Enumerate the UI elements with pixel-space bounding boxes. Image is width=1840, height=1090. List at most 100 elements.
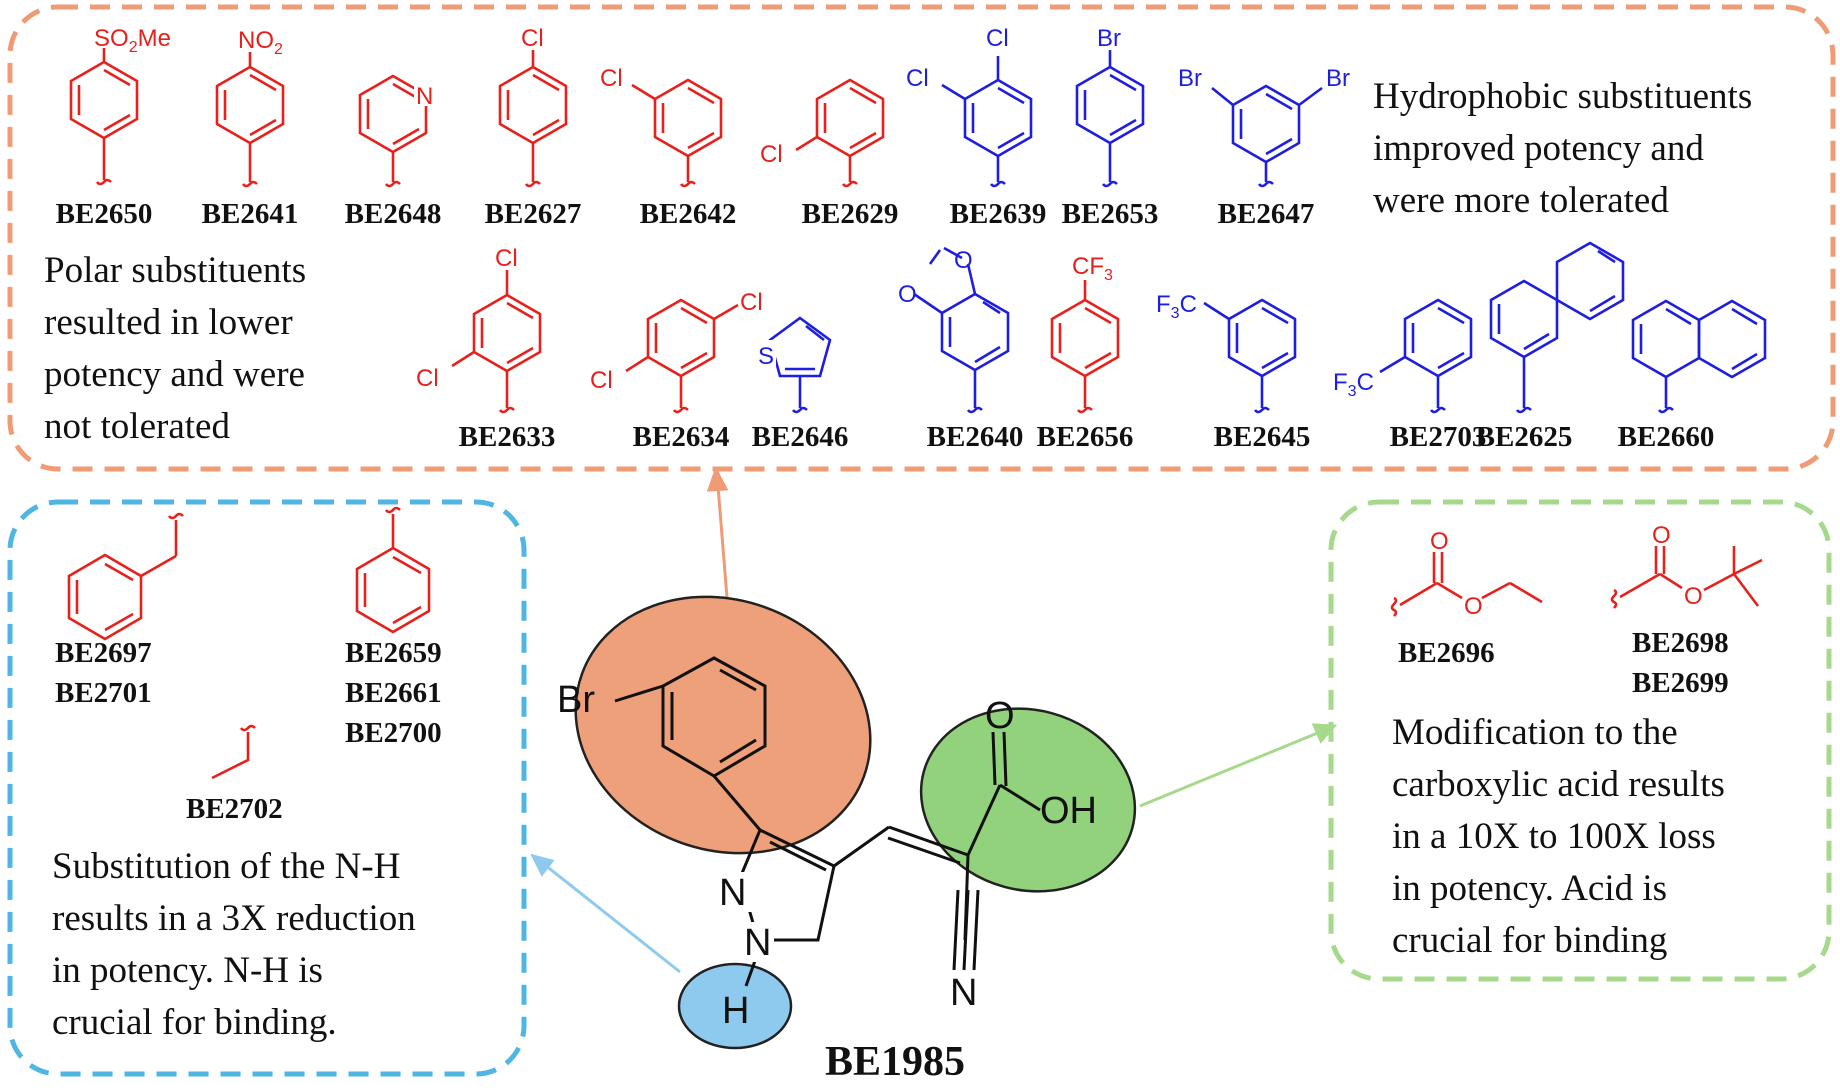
structure-be2625 xyxy=(1489,241,1625,414)
label-be2639: BE2639 xyxy=(950,198,1047,230)
structure-benzyl xyxy=(67,512,184,641)
label-be2653: BE2653 xyxy=(1062,198,1159,230)
label-be2697: BE2697 xyxy=(55,637,152,669)
nh-text-2: results in a 3X reduction xyxy=(52,898,416,939)
carboxylic-acid-highlight xyxy=(919,707,1137,893)
label-be2660: BE2660 xyxy=(1618,421,1715,453)
label-be2645: BE2645 xyxy=(1214,421,1311,453)
polar-text-4: not tolerated xyxy=(44,406,230,447)
label-be2699: BE2699 xyxy=(1632,667,1729,699)
atom-br-be2647-b: Br xyxy=(1326,65,1350,92)
structure-ethyl xyxy=(211,724,256,780)
atom-cl-be2627: Cl xyxy=(521,25,544,52)
atom-cl-be2633-b: Cl xyxy=(416,365,439,392)
atom-o-ethyl-ester-b: O xyxy=(1464,593,1483,620)
label-be2650: BE2650 xyxy=(56,198,153,230)
nh-text-3: in potency. N-H is xyxy=(52,950,323,991)
structure-be2629 xyxy=(795,78,885,188)
label-be2696: BE2696 xyxy=(1398,637,1495,669)
atom-br-core: Br xyxy=(557,679,595,721)
arrow-to-left-panel xyxy=(530,853,681,974)
nh-text-4: crucial for binding. xyxy=(52,1002,337,1043)
structure-be2634 xyxy=(625,298,739,414)
atom-cl-be2642: Cl xyxy=(600,65,623,92)
acid-text-1: Modification to the xyxy=(1392,712,1678,753)
acid-text-4: in potency. Acid is xyxy=(1392,868,1667,909)
atom-cl-be2639-a: Cl xyxy=(986,25,1009,52)
structure-ethyl-ester xyxy=(1390,552,1543,617)
label-be2633: BE2633 xyxy=(459,421,556,453)
label-be2641: BE2641 xyxy=(202,198,299,230)
atom-f3c-be2703: F3C xyxy=(1333,369,1374,400)
atom-n1-core: N xyxy=(719,872,746,914)
structure-be2647 xyxy=(1211,84,1323,188)
atom-no2: NO2 xyxy=(238,27,283,58)
label-be2702: BE2702 xyxy=(186,793,283,825)
structure-be2645 xyxy=(1203,298,1297,414)
structure-be2653 xyxy=(1075,50,1145,188)
structure-be2646 xyxy=(768,316,832,414)
atom-o-be2640-a: O xyxy=(954,247,973,274)
atom-o-core: O xyxy=(985,695,1015,737)
label-be2703: BE2703 xyxy=(1390,421,1487,453)
nh-text-1: Substitution of the N-H xyxy=(52,846,400,887)
top-panel-frame xyxy=(7,4,1836,472)
hydrophobic-text-1: Hydrophobic substituents xyxy=(1373,76,1752,117)
structure-phenyl xyxy=(355,506,431,634)
structure-be2660 xyxy=(1631,299,1767,414)
structure-be2642 xyxy=(631,78,723,188)
label-be2661: BE2661 xyxy=(345,677,442,709)
hydrophobic-text-2: improved potency and xyxy=(1373,128,1704,169)
label-be2629: BE2629 xyxy=(802,198,899,230)
left-panel-frame xyxy=(7,499,527,1077)
atom-n-nitrile: N xyxy=(950,972,977,1014)
label-be2701: BE2701 xyxy=(55,677,152,709)
acid-text-5: crucial for binding xyxy=(1392,920,1667,961)
structure-tbutyl-ester xyxy=(1610,546,1763,609)
arrow-to-top-panel xyxy=(706,466,730,611)
label-be2656: BE2656 xyxy=(1037,421,1134,453)
label-be2646: BE2646 xyxy=(752,421,849,453)
acid-text-2: carboxylic acid results xyxy=(1392,764,1725,805)
atom-br-be2647-a: Br xyxy=(1178,65,1202,92)
bromophenyl-highlight xyxy=(574,595,872,855)
core-structure-bonds xyxy=(614,656,1041,987)
atom-cf3: CF3 xyxy=(1072,253,1113,284)
structure-be2627 xyxy=(498,50,568,188)
atom-f3c-be2645: F3C xyxy=(1156,291,1197,322)
label-be2659: BE2659 xyxy=(345,637,442,669)
atom-cl-be2639-b: Cl xyxy=(906,65,929,92)
atom-br-be2653: Br xyxy=(1097,25,1121,52)
atom-so2me: SO2Me xyxy=(94,25,171,56)
polar-text-2: resulted in lower xyxy=(44,302,293,343)
atom-cl-be2629: Cl xyxy=(760,141,783,168)
structure-be2641 xyxy=(215,52,285,188)
atom-o-be2640-b: O xyxy=(898,281,917,308)
polar-text-1: Polar substituents xyxy=(44,250,306,291)
structure-be2633 xyxy=(451,270,542,414)
structure-be2639 xyxy=(941,56,1033,188)
structure-be2650 xyxy=(69,48,139,186)
hydrophobic-text-3: were more tolerated xyxy=(1373,180,1669,221)
label-be2625: BE2625 xyxy=(1476,421,1573,453)
atom-cl-be2634-a: Cl xyxy=(740,289,763,316)
atom-n2-core: N xyxy=(744,922,771,964)
structure-be2640 xyxy=(913,246,1010,414)
atom-cl-be2634-b: Cl xyxy=(590,367,613,394)
label-be2698: BE2698 xyxy=(1632,627,1729,659)
atom-n-pyridine: N xyxy=(416,83,433,110)
structure-be2703 xyxy=(1379,298,1473,414)
structure-be2656 xyxy=(1050,280,1120,414)
polar-text-3: potency and were xyxy=(44,354,305,395)
arrow-to-right-panel xyxy=(1139,723,1338,808)
label-be2647: BE2647 xyxy=(1218,198,1315,230)
atom-s-be2646: S xyxy=(758,343,774,370)
nh-highlight xyxy=(677,962,793,1050)
acid-text-3: in a 10X to 100X loss xyxy=(1392,816,1716,857)
label-be2700: BE2700 xyxy=(345,717,442,749)
atom-o-tbutyl-ester-b: O xyxy=(1684,583,1703,610)
atom-oh-core: OH xyxy=(1040,790,1097,832)
label-be2634: BE2634 xyxy=(633,421,730,453)
